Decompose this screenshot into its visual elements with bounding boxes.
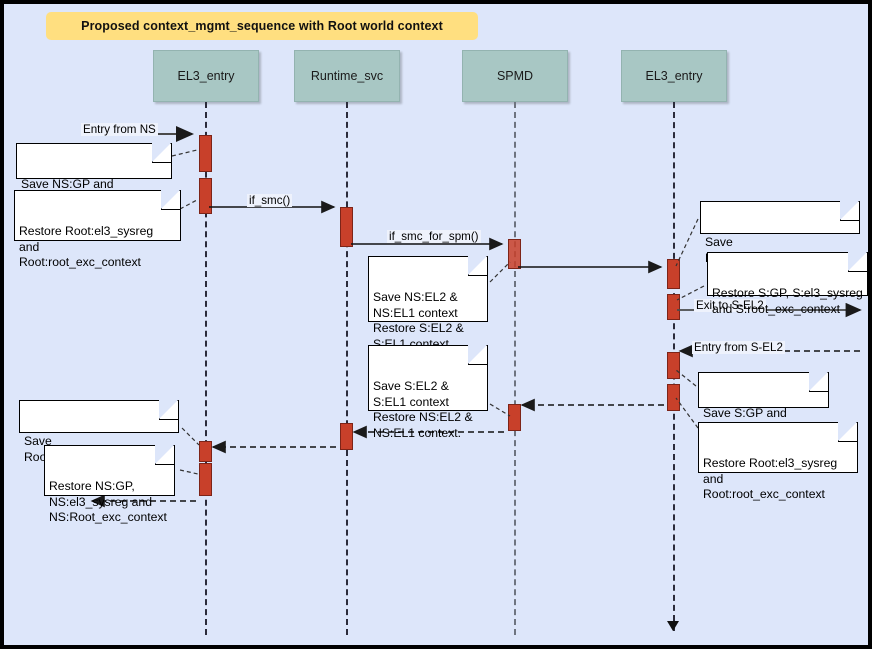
message-label-if-smc: if_smc() xyxy=(247,194,293,207)
lifeline-line-runtime-svc xyxy=(346,102,348,635)
note-fold-icon xyxy=(468,256,487,276)
activation-bar xyxy=(667,294,680,320)
note-fold-icon xyxy=(155,445,174,465)
activation-bar xyxy=(199,463,212,496)
note-restore-s-gp: Restore S:GP, S:el3_sysreg and S:root_ex… xyxy=(707,252,868,316)
lifeline-head-el3-entry-right[interactable]: EL3_entry xyxy=(621,50,727,102)
note-fold-icon xyxy=(838,422,857,442)
lifeline-head-el3-entry-left[interactable]: EL3_entry xyxy=(153,50,259,102)
note-fold-icon xyxy=(161,190,180,210)
message-label-entry-from-s-el2: Entry from S-EL2 xyxy=(692,341,785,354)
note-save-s-gp: Save S:GP and S:root_exc_context xyxy=(698,372,829,436)
note-fold-icon xyxy=(468,345,487,365)
activation-bar xyxy=(340,423,353,450)
note-fold-icon xyxy=(848,252,867,272)
activation-bar xyxy=(340,207,353,247)
note-text: Restore NS:GP, NS:el3_sysreg and NS:Root… xyxy=(49,479,167,524)
note-restore-ns-gp: Restore NS:GP, NS:el3_sysreg and NS:Root… xyxy=(44,445,175,524)
activation-bar xyxy=(508,239,521,269)
note-save-root-exc-context-left: Save Root:root_exc_context xyxy=(19,400,179,464)
note-fold-icon xyxy=(840,201,859,221)
lifeline-label: EL3_entry xyxy=(177,69,235,83)
lifeline-head-spmd[interactable]: SPMD xyxy=(462,50,568,102)
note-text: Restore Root:el3_sysreg and Root:root_ex… xyxy=(19,224,154,269)
message-label-entry-from-ns: Entry from NS xyxy=(81,123,158,136)
activation-bar xyxy=(667,384,680,411)
note-save-ns-el2: Save NS:EL2 & NS:EL1 context Restore S:E… xyxy=(368,256,488,351)
note-save-root-exc-context-right: Save Root:root_exc_context xyxy=(700,201,860,265)
message-label-if-smc-for-spm: if_smc_for_spm() xyxy=(387,230,481,243)
note-fold-icon xyxy=(159,400,178,420)
note-save-ns-gp: Save NS:GP and NS:Root_exc_context xyxy=(16,143,172,207)
note-restore-root-el3-sysreg-right: Restore Root:el3_sysreg and Root:root_ex… xyxy=(698,422,858,501)
activation-bar xyxy=(667,352,680,379)
activation-bar xyxy=(667,259,680,289)
diagram-title-banner: Proposed context_mgmt_sequence with Root… xyxy=(46,12,478,40)
note-fold-icon xyxy=(152,143,171,163)
note-text: Restore Root:el3_sysreg and Root:root_ex… xyxy=(703,456,838,501)
lifeline-label: SPMD xyxy=(496,69,534,83)
lifeline-line-el3-entry-left xyxy=(205,102,207,635)
note-save-s-el2: Save S:EL2 & S:EL1 context Restore NS:EL… xyxy=(368,345,488,440)
activation-bar xyxy=(199,178,212,214)
lifeline-label: Runtime_svc xyxy=(310,69,384,83)
note-restore-root-el3-sysreg: Restore Root:el3_sysreg and Root:root_ex… xyxy=(14,190,181,269)
lifeline-head-runtime-svc[interactable]: Runtime_svc xyxy=(294,50,400,102)
activation-bar xyxy=(508,404,521,431)
note-text: Save NS:EL2 & NS:EL1 context Restore S:E… xyxy=(373,290,464,351)
lifeline-label: EL3_entry xyxy=(645,69,703,83)
note-text: Save S:EL2 & S:EL1 context Restore NS:EL… xyxy=(373,379,473,440)
message-label-exit-to-s-el2: Exit to S-EL2 xyxy=(694,299,766,312)
activation-bar xyxy=(199,441,212,462)
note-text: Restore S:GP, S:el3_sysreg and S:root_ex… xyxy=(712,286,863,316)
note-fold-icon xyxy=(809,372,828,392)
lifeline-line-spmd xyxy=(514,102,516,635)
activation-bar xyxy=(199,135,212,172)
